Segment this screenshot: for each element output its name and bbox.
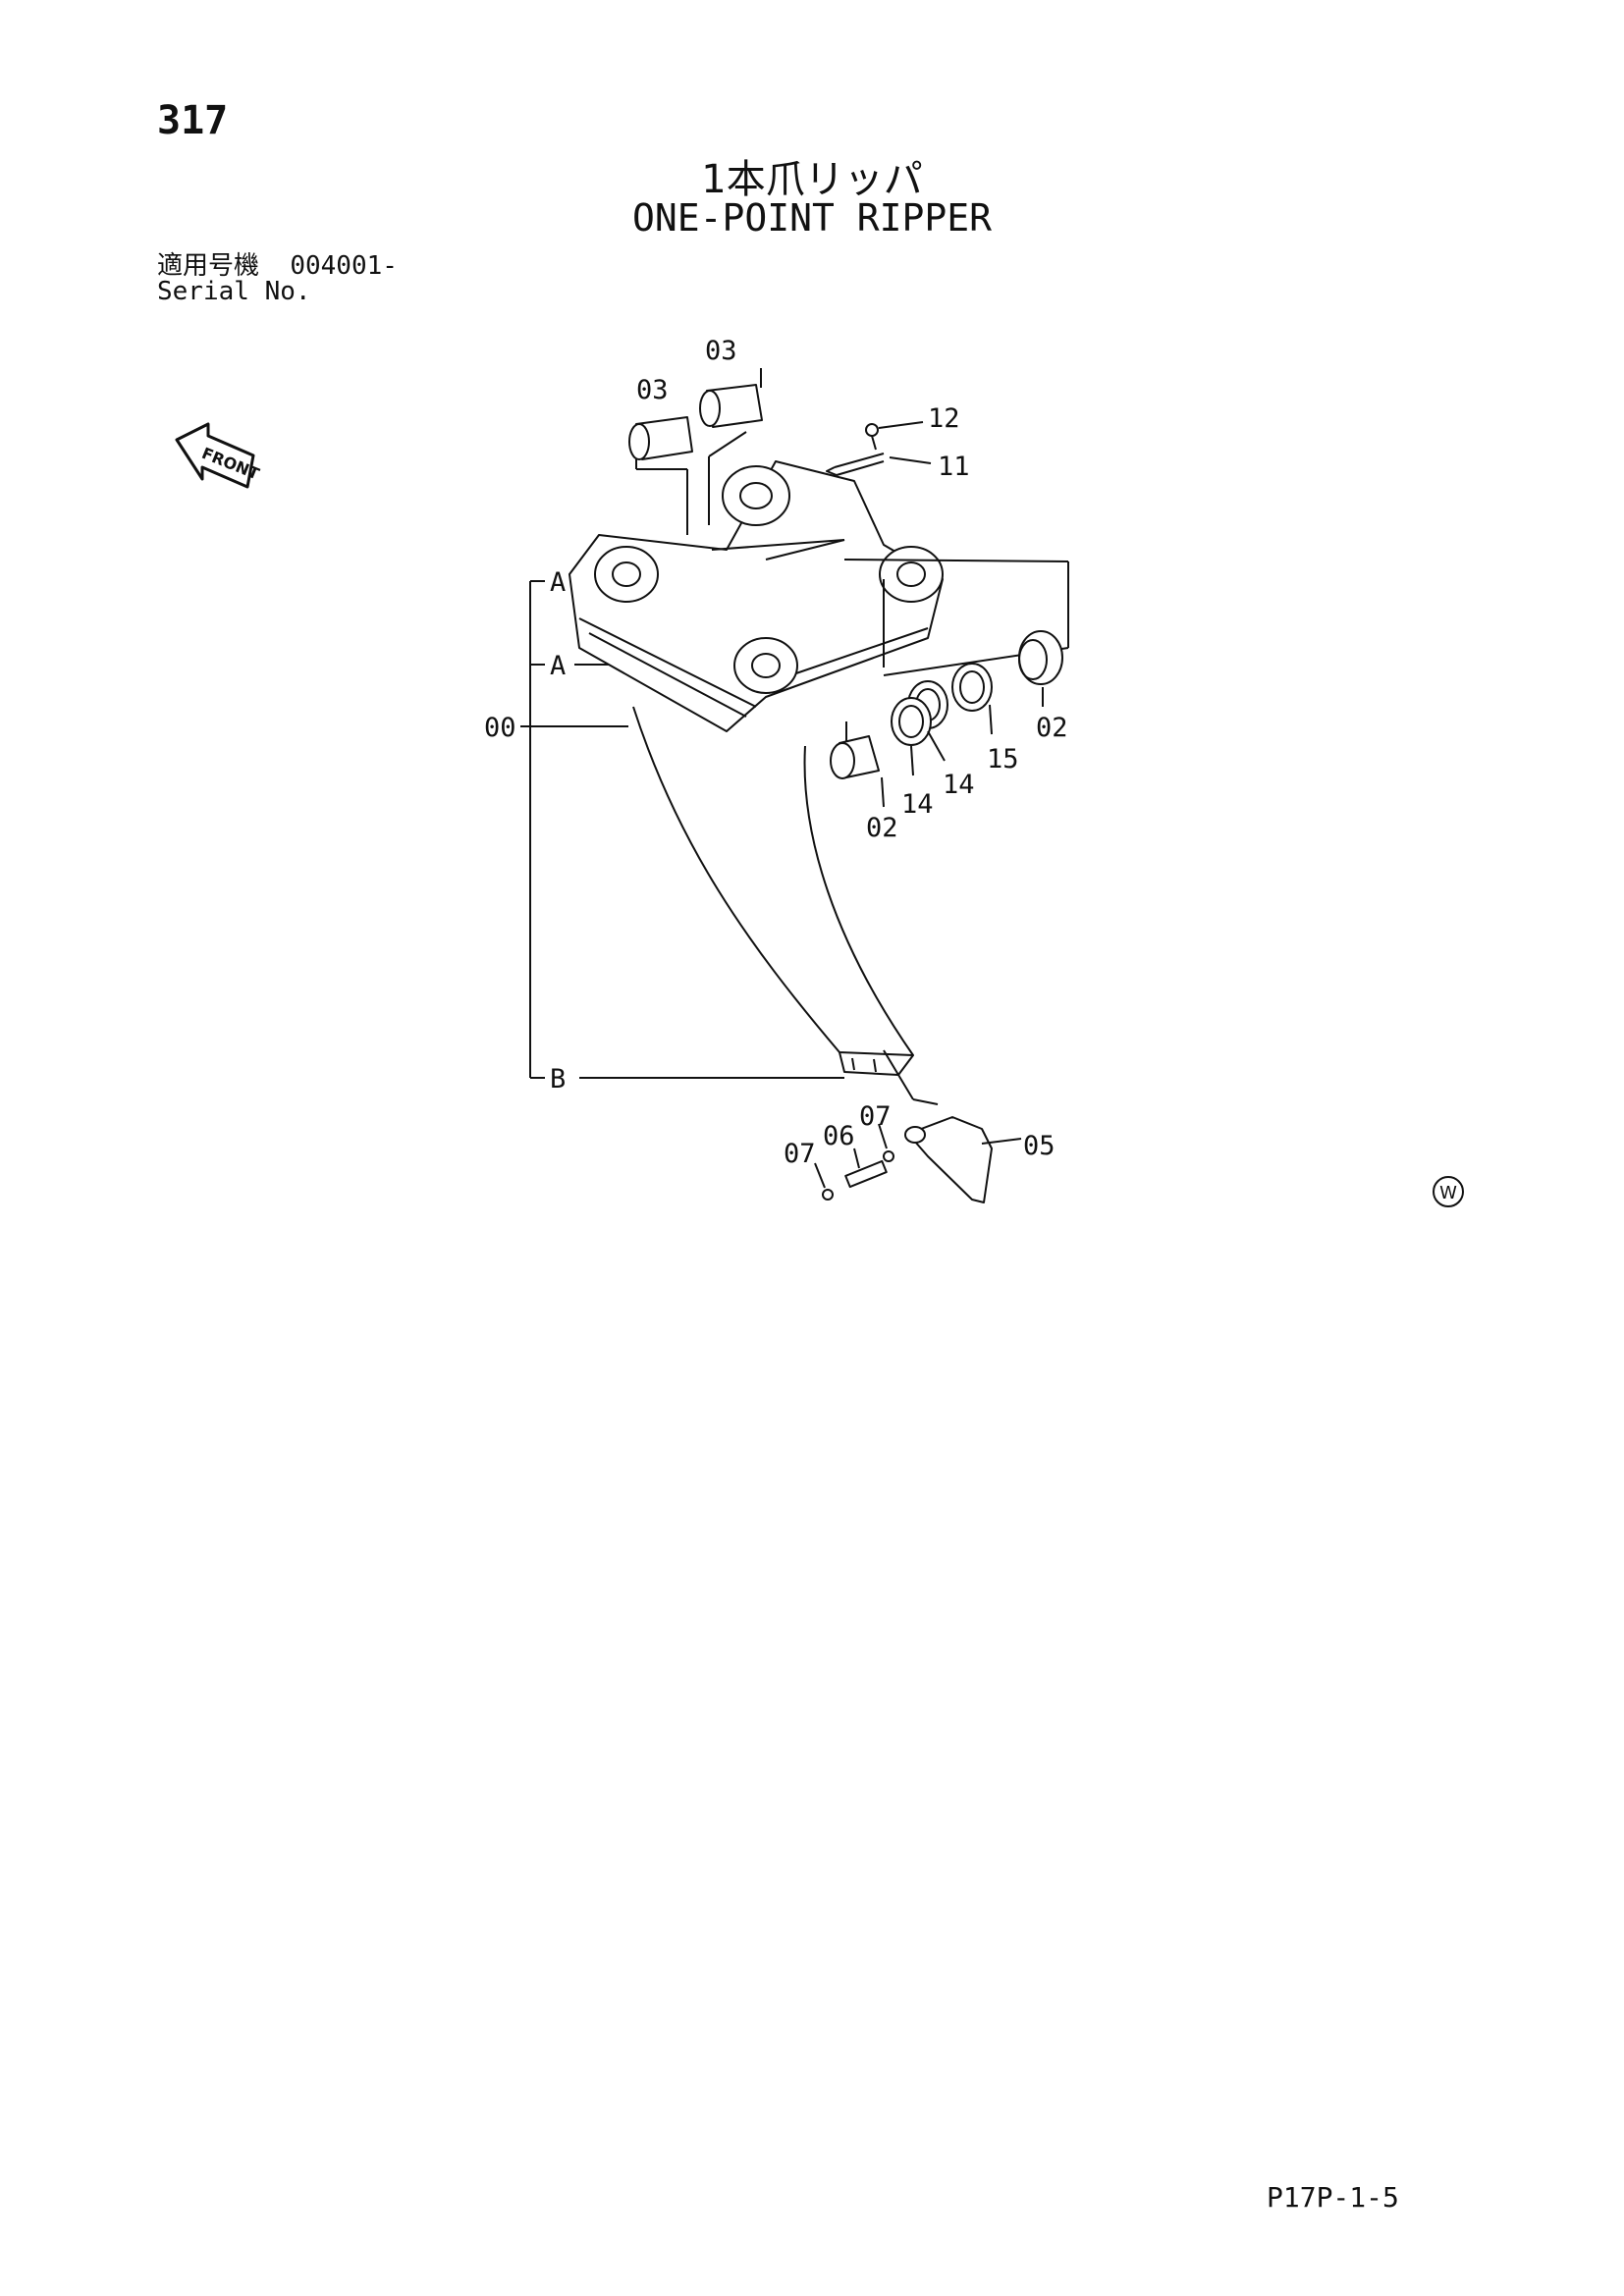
front-arrow-icon: FRONT <box>175 422 262 489</box>
tooth-05 <box>904 1116 1022 1203</box>
callout-b: B <box>550 1064 566 1095</box>
ripper-mount <box>568 460 944 732</box>
callout-14: 14 <box>943 770 975 800</box>
serial-label-en: Serial No. <box>157 277 311 306</box>
pin-11 <box>826 453 932 476</box>
circled-w-mark: W <box>1433 1176 1464 1207</box>
callout-06: 06 <box>823 1121 855 1151</box>
callout-14: 14 <box>901 789 934 820</box>
callout-02: 02 <box>1036 713 1068 743</box>
callout-05: 05 <box>1023 1131 1056 1161</box>
bushing-03-right <box>699 368 763 525</box>
circled-w-letter: W <box>1439 1183 1457 1203</box>
title-english: ONE-POINT RIPPER <box>631 196 993 240</box>
title-japanese: 1本爪リッパ <box>701 157 923 202</box>
callout-07: 07 <box>859 1101 892 1132</box>
callout-11: 11 <box>938 452 970 482</box>
serial-value: 004001- <box>290 251 398 281</box>
callout-15: 15 <box>987 744 1019 774</box>
callout-00: 00 <box>484 713 516 743</box>
lock-07-left <box>814 1162 834 1201</box>
callout-a: A <box>550 567 566 598</box>
callout-07: 07 <box>784 1139 816 1169</box>
bushing-03-left <box>628 416 693 535</box>
callout-03: 03 <box>705 336 737 366</box>
serial-label-ja: 適用号機 <box>157 251 260 281</box>
bolt-12 <box>865 421 924 451</box>
ripper-shank <box>632 706 939 1105</box>
callout-02: 02 <box>866 813 898 843</box>
callout-a: A <box>550 651 566 681</box>
lock-07-right <box>878 1123 894 1162</box>
page-number: 317 <box>157 98 229 143</box>
callout-12: 12 <box>928 403 960 434</box>
callout-03: 03 <box>636 375 669 405</box>
pin-06 <box>844 1148 888 1189</box>
document-code: P17P-1-5 <box>1267 2181 1399 2214</box>
serial-info: 適用号機 004001- Serial No. <box>157 253 398 304</box>
right-pin-stack <box>830 559 1069 808</box>
